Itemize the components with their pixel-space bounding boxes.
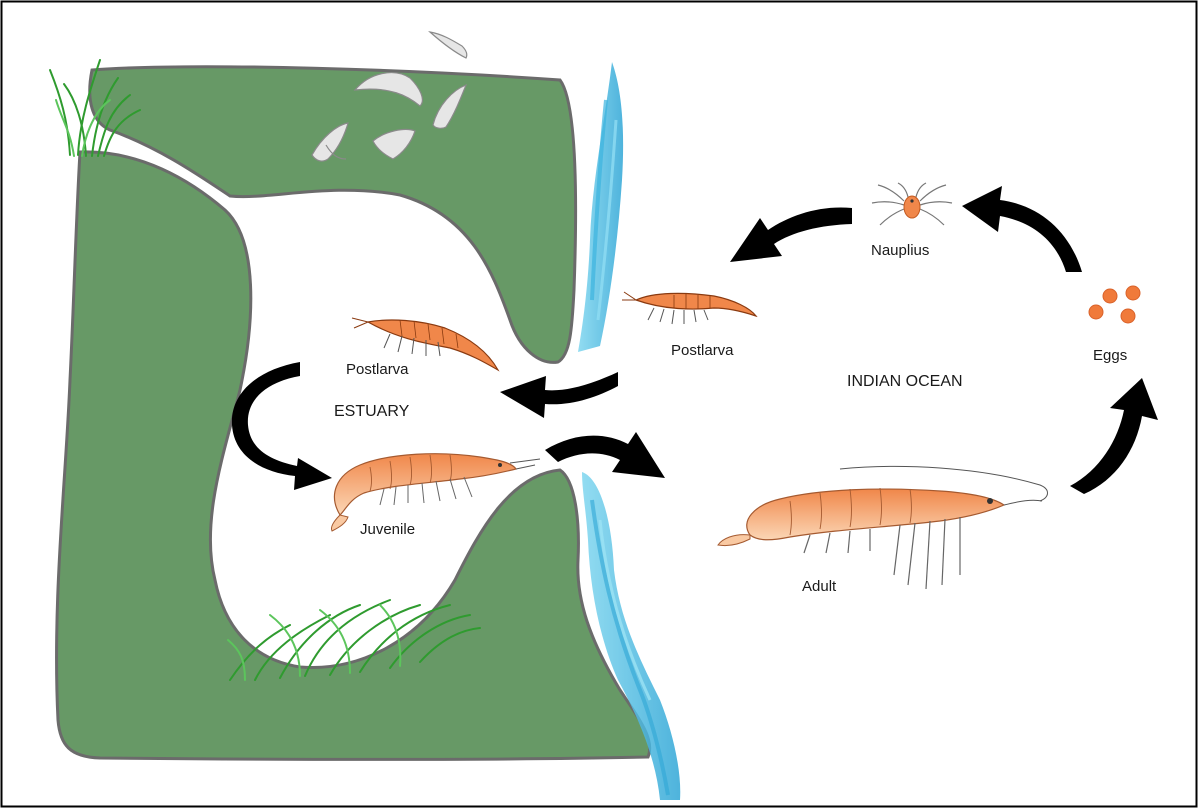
egg-icon [1089,305,1103,319]
nauplius-larva [872,183,952,225]
cycle-arrows [232,186,1158,494]
eggs-cluster [1089,286,1140,323]
shrimp-postlarva-ocean [622,292,756,324]
label-estuary: ESTUARY [334,403,409,421]
label-postlarva-estuary: Postlarva [346,361,409,378]
egg-icon [1103,289,1117,303]
egg-icon [1126,286,1140,300]
arrow-postlarva-to-estuary [500,372,618,418]
bird-icon [430,32,467,58]
arrow-nauplius-to-postlarva [730,207,852,262]
label-adult: Adult [802,578,836,595]
arrow-eggs-to-nauplius [962,186,1082,272]
waterfall-upper [578,62,623,352]
label-nauplius: Nauplius [871,242,929,259]
arrow-adult-to-eggs [1070,378,1158,494]
shrimp-adult [718,466,1048,589]
label-eggs: Eggs [1093,347,1127,364]
egg-icon [1121,309,1135,323]
label-juvenile: Juvenile [360,521,415,538]
label-indian-ocean: INDIAN OCEAN [847,373,963,391]
arrow-postlarva-to-juvenile [232,362,332,490]
label-postlarva-ocean: Postlarva [671,342,734,359]
